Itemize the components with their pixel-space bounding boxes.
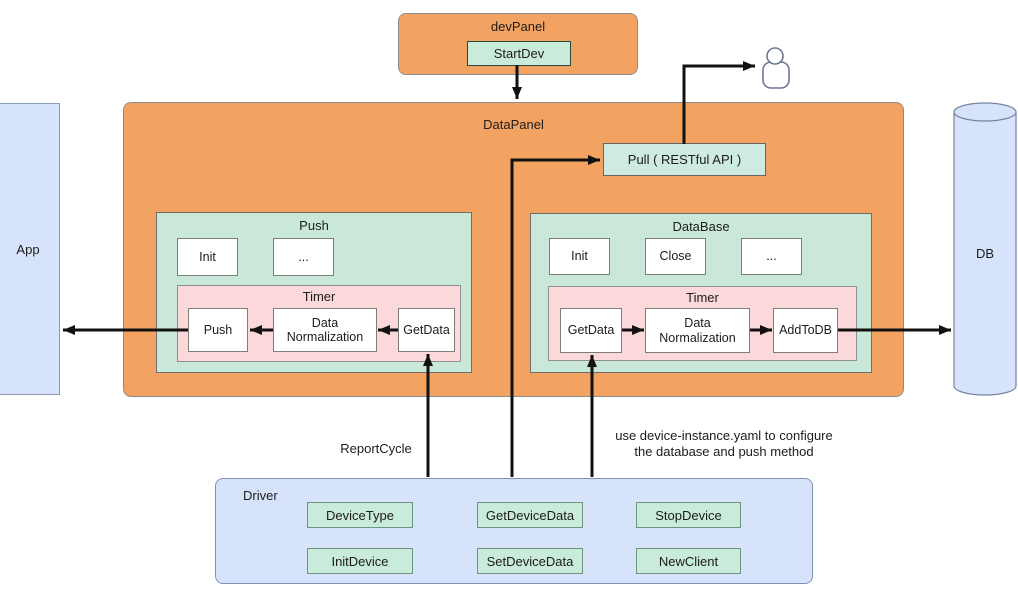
driver-fn-getdevicedata: GetDeviceData (477, 502, 583, 528)
push-timer-step-normalization-label: Data Normalization (286, 315, 364, 344)
report-cycle-label: ReportCycle (316, 441, 436, 457)
push-timer-step-normalization: Data Normalization (273, 308, 377, 352)
driver-fn-newclient: NewClient (636, 548, 741, 574)
driver-fn-initdevice: InitDevice (307, 548, 413, 574)
database-timer-step-addtodb: AddToDB (773, 308, 838, 353)
startdev-box: StartDev (467, 41, 571, 66)
push-method-init-label: Init (199, 249, 216, 264)
database-timer-step-getdata: GetData (560, 308, 622, 353)
dev-panel-title: devPanel (490, 19, 546, 34)
yaml-note-line2: the database and push method (634, 443, 814, 459)
app-label: App (16, 241, 40, 257)
database-timer-step-getdata-label: GetData (567, 323, 615, 338)
driver-fn-getdevicedata-label: GetDeviceData (485, 507, 575, 523)
user-icon (757, 42, 795, 92)
push-timer-step-push: Push (188, 308, 248, 352)
db-cylinder-shape (953, 102, 1017, 396)
yaml-note: use device-instance.yaml to configure th… (598, 428, 850, 460)
database-timer-step-normalization-label: Data Normalization (659, 316, 736, 345)
db-node: DB (952, 101, 1018, 397)
push-method-init: Init (177, 238, 238, 276)
database-timer-step-normalization: Data Normalization (645, 308, 750, 353)
push-method-more: ... (273, 238, 334, 276)
database-method-close-label: Close (659, 249, 692, 264)
report-cycle-text: ReportCycle (340, 441, 412, 456)
push-timer-step-push-label: Push (203, 322, 233, 337)
database-method-more: ... (741, 238, 802, 275)
driver-panel: Driver DeviceType GetDeviceData StopDevi… (215, 478, 813, 584)
startdev-label: StartDev (493, 46, 545, 61)
data-panel-title: DataPanel (483, 117, 544, 132)
driver-fn-newclient-label: NewClient (658, 553, 719, 569)
push-section-title: Push (299, 218, 329, 233)
pull-api-box: Pull ( RESTful API ) (603, 143, 766, 176)
driver-fn-stopdevice-label: StopDevice (655, 507, 722, 523)
driver-fn-devicetype: DeviceType (307, 502, 413, 528)
database-method-close: Close (645, 238, 706, 275)
driver-panel-title: Driver (243, 488, 278, 503)
pull-api-label: Pull ( RESTful API ) (627, 152, 742, 167)
database-timer-step-addtodb-label: AddToDB (779, 323, 832, 338)
driver-fn-setdevicedata: SetDeviceData (477, 548, 583, 574)
yaml-note-line1: use device-instance.yaml to configure (615, 428, 833, 443)
dev-panel: devPanel StartDev (398, 13, 638, 75)
database-method-init-label: Init (571, 249, 588, 264)
app-node: App (0, 103, 60, 395)
driver-fn-setdevicedata-label: SetDeviceData (486, 553, 574, 569)
db-label: DB (975, 245, 995, 261)
push-method-more-label: ... (298, 249, 309, 264)
database-method-more-label: ... (766, 249, 777, 264)
driver-fn-stopdevice: StopDevice (636, 502, 741, 528)
database-timer-title: Timer (686, 290, 719, 305)
driver-fn-devicetype-label: DeviceType (326, 507, 394, 523)
driver-fn-initdevice-label: InitDevice (331, 553, 389, 569)
push-timer-step-getdata: GetData (398, 308, 455, 352)
push-timer-title: Timer (302, 289, 336, 304)
push-timer-step-getdata-label: GetData (403, 322, 450, 337)
database-section-title: DataBase (672, 219, 730, 234)
database-method-init: Init (549, 238, 610, 275)
